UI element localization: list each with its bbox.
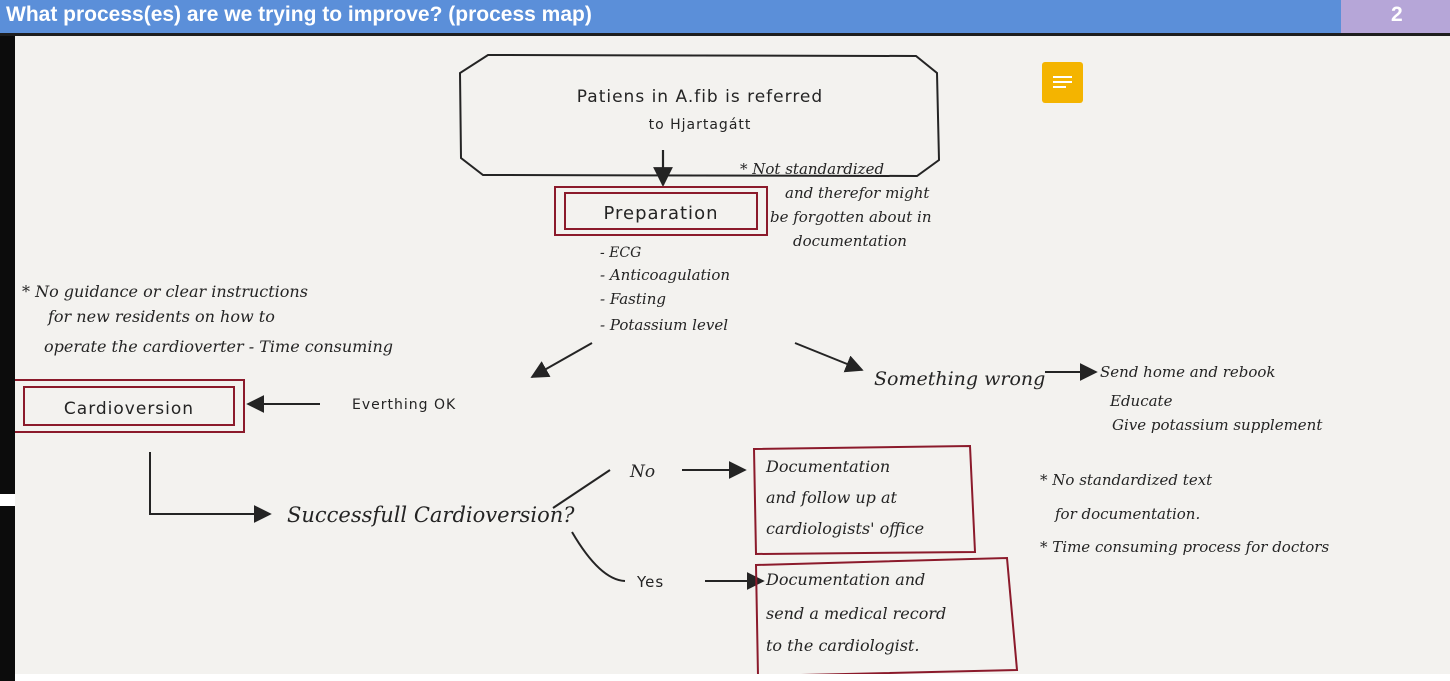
note-prep-1: * Not standardized xyxy=(740,160,884,178)
note-guidance-2: for new residents on how to xyxy=(47,307,275,326)
yes-outcome-box xyxy=(754,556,1019,678)
page-number: 2 xyxy=(1391,3,1403,26)
note-prep-3: be forgotten about in xyxy=(770,208,931,226)
slide-title: What process(es) are we trying to improv… xyxy=(6,3,592,26)
note-doc-3: * Time consuming process for doctors xyxy=(1040,538,1329,556)
photo-bottom-edge xyxy=(15,674,1450,681)
line-question-to-no xyxy=(552,469,611,509)
yes-label: Yes xyxy=(636,573,664,591)
comment-icon[interactable] xyxy=(1042,62,1083,103)
start-octagon xyxy=(458,53,941,178)
arrow-cardioversion-to-question xyxy=(149,452,272,523)
note-guidance-1: * No guidance or clear instructions xyxy=(22,282,308,301)
no-box-line-1: Documentation xyxy=(765,457,890,476)
line-question-to-yes xyxy=(571,531,626,582)
note-doc-2: for documentation. xyxy=(1054,505,1200,523)
preparation-box-inner xyxy=(564,192,758,230)
yes-box-line-1: Documentation and xyxy=(765,570,925,589)
preparation-box-outer xyxy=(554,186,768,236)
cardioversion-box-inner xyxy=(23,386,235,426)
no-box-line-3: cardiologists' office xyxy=(766,519,924,538)
header-bar: What process(es) are we trying to improv… xyxy=(0,0,1450,33)
wrong-action-3: Give potassium supplement xyxy=(1112,416,1323,434)
prep-item-fasting: - Fasting xyxy=(600,290,666,308)
wrong-action-2: Educate xyxy=(1109,392,1173,410)
no-label: No xyxy=(629,462,655,482)
note-guidance-3: operate the cardioverter - Time consumin… xyxy=(44,337,393,356)
arrow-prep-to-wrong xyxy=(794,342,864,373)
prep-item-ecg: - ECG xyxy=(600,245,641,261)
prep-item-potassium: - Potassium level xyxy=(600,316,728,334)
no-box-line-2: and follow up at xyxy=(766,488,898,507)
something-wrong-label: Something wrong xyxy=(874,368,1045,390)
prep-item-anticoag: - Anticoagulation xyxy=(600,266,730,284)
left-border-top xyxy=(0,36,15,494)
page-number-box xyxy=(1341,0,1450,33)
note-doc-1: * No standardized text xyxy=(1040,471,1213,489)
everything-ok-label: Everthing OK xyxy=(352,397,456,413)
arrow-prep-to-ok xyxy=(530,342,593,378)
yes-box-line-3: to the cardiologist. xyxy=(766,636,919,655)
header-divider xyxy=(0,33,1450,36)
question-label: Successfull Cardioversion? xyxy=(287,503,575,527)
note-prep-2: and therefor might xyxy=(785,184,930,202)
cardioversion-box-outer xyxy=(15,379,245,433)
process-map-photo: Patiens in A.fib is referred to Hjartagá… xyxy=(15,36,1450,681)
wrong-action-1: Send home and rebook xyxy=(1100,363,1276,381)
note-prep-4: documentation xyxy=(793,232,907,250)
left-border-bottom xyxy=(0,506,15,681)
start-line-1: Patiens in A.fib is referred xyxy=(577,87,823,107)
yes-box-line-2: send a medical record xyxy=(766,604,946,623)
start-line-2: to Hjartagátt xyxy=(649,117,752,133)
no-outcome-box xyxy=(752,444,977,556)
preparation-label: Preparation xyxy=(604,203,719,224)
cardioversion-label: Cardioversion xyxy=(64,399,194,419)
